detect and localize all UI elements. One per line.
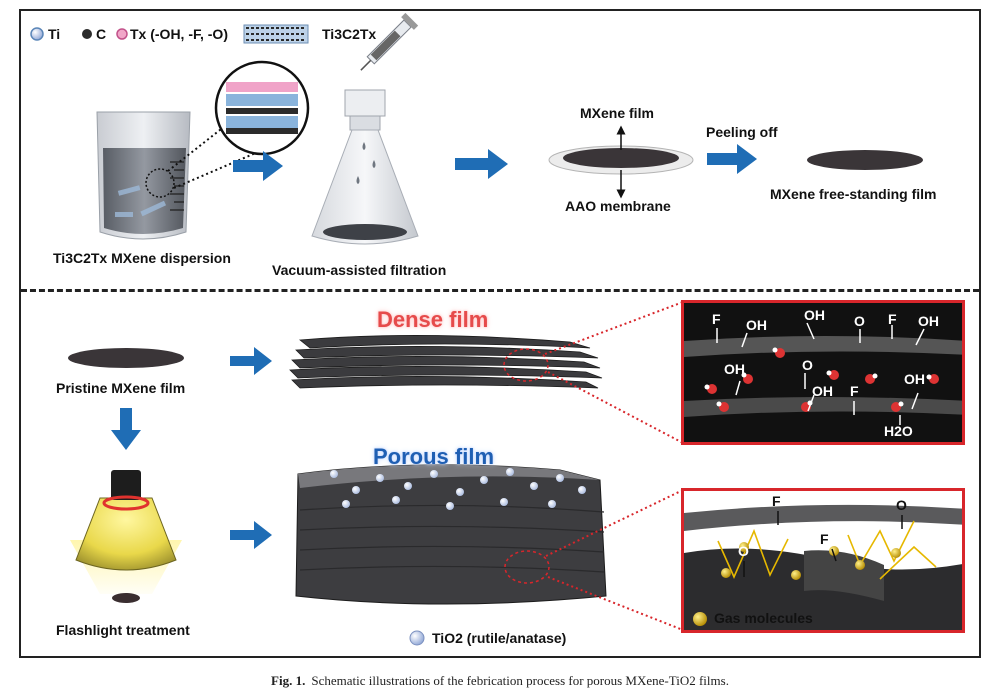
- tio2-particle: [392, 496, 400, 504]
- dense-label-o1: O: [854, 313, 865, 329]
- dense-label-oh2: OH: [804, 307, 825, 323]
- dense-label-oh6: OH: [904, 371, 925, 387]
- aao-membrane-icon: [548, 145, 694, 175]
- porous-label-f1: F: [772, 493, 781, 509]
- process-arrows-bottom: [111, 347, 272, 549]
- aao-membrane-label: AAO membrane: [565, 198, 671, 214]
- mxene-structure-legend-icon: [243, 24, 309, 44]
- dense-label-oh4: OH: [724, 361, 745, 377]
- filtration-flask-icon: [311, 89, 419, 245]
- figure-frame: [19, 9, 981, 658]
- syringe-icon: [360, 12, 419, 71]
- dense-label-f1: F: [712, 311, 721, 327]
- dense-label-oh1: OH: [746, 317, 767, 333]
- beaker-icon: [96, 111, 191, 240]
- tio2-legend-icon: [409, 630, 425, 646]
- tio2-particle: [430, 470, 438, 478]
- dense-film-stack: [289, 335, 603, 389]
- process-arrows-top: [233, 144, 757, 181]
- gas-legend-icon: [693, 612, 707, 626]
- filtration-label: Vacuum-assisted filtration: [272, 262, 447, 278]
- tio2-particle: [480, 476, 488, 484]
- tio2-particle: [578, 486, 586, 494]
- dense-label-oh3: OH: [918, 313, 939, 329]
- dense-label-oh5: OH: [812, 383, 833, 399]
- tio2-particle: [342, 500, 350, 508]
- dense-film-title: Dense film: [377, 307, 489, 332]
- section-divider: [21, 289, 979, 292]
- porous-label-f2: F: [820, 531, 829, 547]
- tio2-particle: [404, 482, 412, 490]
- c-legend-icon: [82, 29, 92, 39]
- legend-tx: Tx (-OH, -F, -O): [130, 26, 228, 42]
- dispersion-label: Ti3C2Tx MXene dispersion: [53, 250, 231, 266]
- dense-label-f2: F: [888, 311, 897, 327]
- tio2-particle: [556, 474, 564, 482]
- figure-number: Fig. 1.: [271, 673, 306, 688]
- mxene-magnifier-icon: [214, 60, 310, 156]
- tio2-particle: [500, 498, 508, 506]
- mxene-film-label: MXene film: [580, 105, 654, 121]
- tio2-label: TiO2 (rutile/anatase): [432, 630, 567, 646]
- pristine-film-label: Pristine MXene film: [56, 380, 186, 396]
- figure-caption: Fig. 1. Schematic illustrations of the fe…: [0, 673, 1000, 689]
- porous-film-stack: [295, 464, 607, 605]
- ti-legend-icon: [30, 27, 44, 41]
- tio2-particle: [446, 502, 454, 510]
- tio2-particle: [376, 474, 384, 482]
- caption-text: Schematic illustrations of the febricati…: [311, 673, 729, 688]
- legend-mxene: Ti3C2Tx: [322, 26, 377, 42]
- tx-legend-icon: [116, 28, 128, 40]
- flashlight-icon: [70, 470, 182, 603]
- porous-film-title: Porous film: [373, 444, 495, 469]
- tio2-particle: [548, 500, 556, 508]
- tio2-particle: [506, 468, 514, 476]
- tio2-particle: [530, 482, 538, 490]
- porous-label-o2: O: [738, 543, 749, 559]
- pristine-film-icon: [68, 348, 184, 368]
- freestanding-label: MXene free-standing film: [770, 186, 937, 202]
- dense-label-f3: F: [850, 383, 859, 399]
- dense-label-h2o: H2O: [884, 423, 913, 439]
- tio2-particle: [456, 488, 464, 496]
- tio2-particle: [330, 470, 338, 478]
- dense-film-zoom-box: F OH OH O F OH OH O OH F OH H2O: [681, 300, 965, 445]
- freestanding-film-icon: [807, 150, 923, 170]
- flashlight-label: Flashlight treatment: [56, 622, 190, 638]
- dense-label-o2: O: [802, 357, 813, 373]
- legend-ti: Ti: [48, 26, 61, 42]
- gas-molecules-label: Gas molecules: [714, 610, 813, 626]
- peeling-label: Peeling off: [706, 124, 778, 140]
- tio2-particle: [352, 486, 360, 494]
- porous-label-o1: O: [896, 497, 907, 513]
- porous-film-zoom-box: F O O F Gas molecules: [681, 488, 965, 633]
- legend-c: C: [96, 26, 107, 42]
